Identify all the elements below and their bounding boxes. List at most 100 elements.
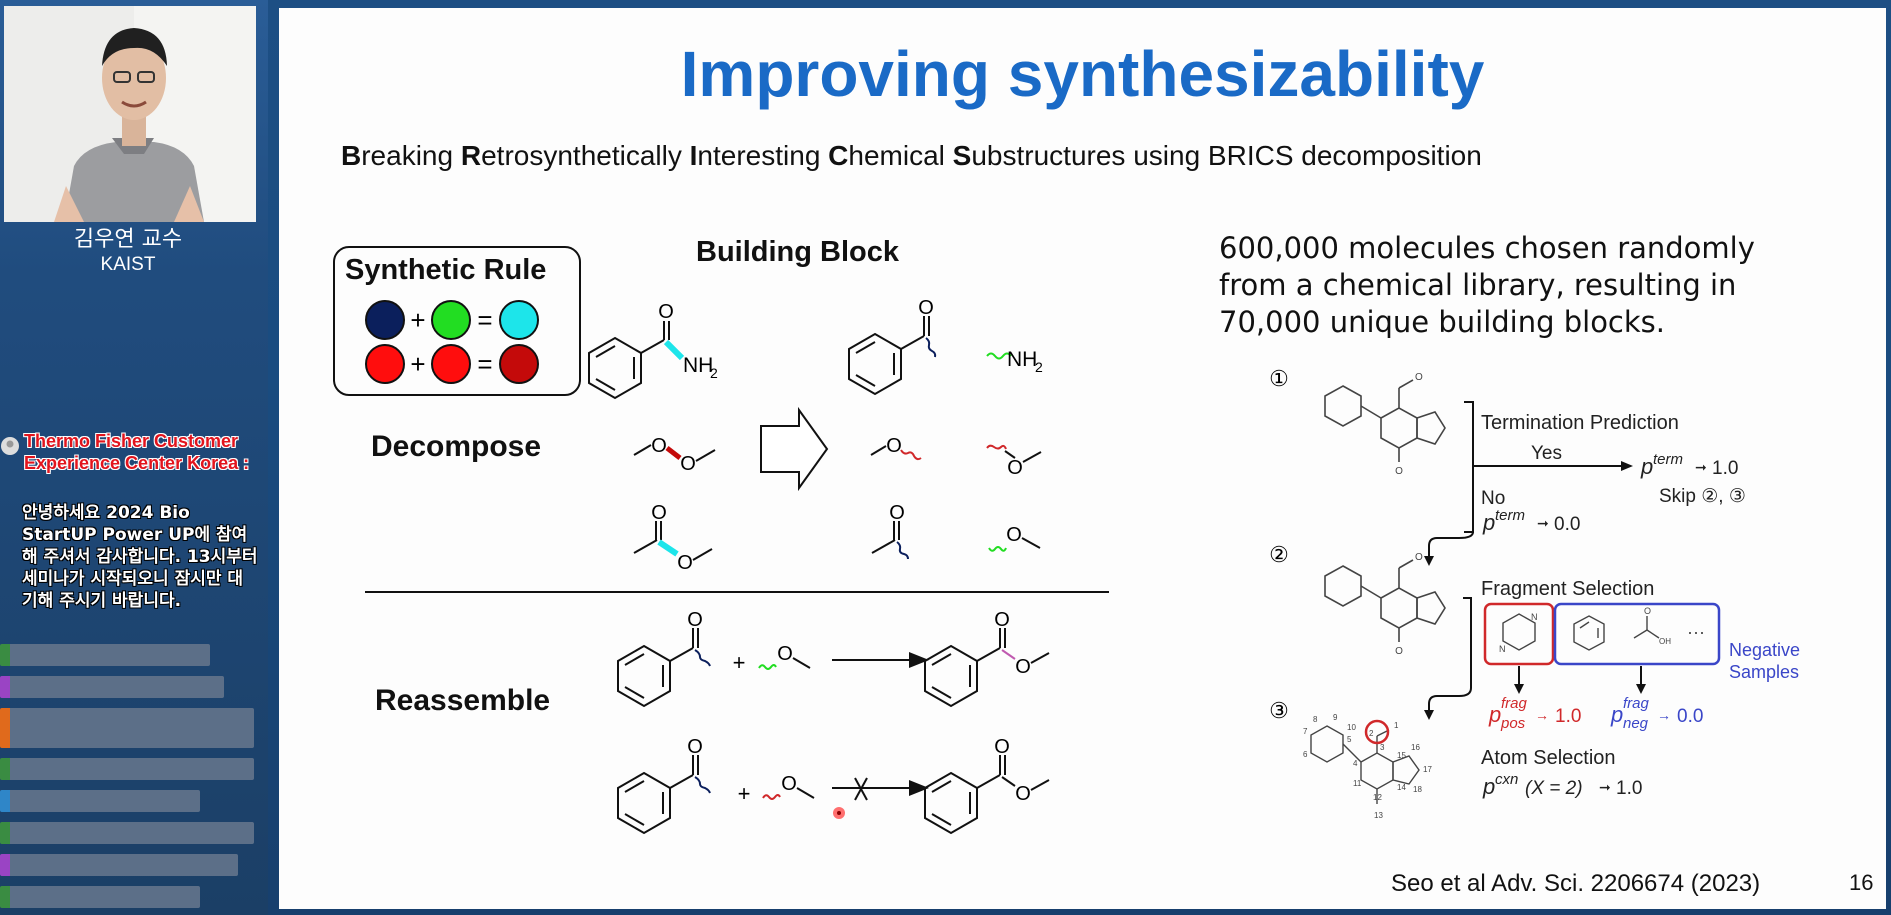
atom-number-labels: 1 2 3 4 5 6 7 8 9 10 11 12 13 14 15 16 1… <box>1303 713 1432 820</box>
chat-item-blurred <box>0 644 210 666</box>
svg-text:1: 1 <box>1394 721 1399 730</box>
dark-red-circle <box>499 344 539 384</box>
svg-text:O: O <box>1006 524 1022 546</box>
atom-selection-label: Atom Selection <box>1481 747 1616 769</box>
svg-text:O: O <box>687 609 703 631</box>
chat-item-blurred <box>0 886 200 908</box>
svg-text:O: O <box>1015 783 1031 805</box>
svg-text:O: O <box>918 297 934 319</box>
ether-fragment-right: O <box>986 444 1042 479</box>
svg-text:14: 14 <box>1397 783 1406 792</box>
subtitle-text: etrosynthetically <box>481 140 690 171</box>
acetyl-fragment: O <box>871 502 909 560</box>
subtitle-text: ubstructures using BRICS decomposition <box>971 140 1482 171</box>
synthetic-rule-box: Synthetic Rule + = + = <box>333 246 581 396</box>
presenter-affiliation: KAIST <box>100 254 156 275</box>
svg-text:➞: ➞ <box>1537 515 1549 531</box>
svg-text:16: 16 <box>1411 743 1420 752</box>
presenter-name: 김우연 교수 <box>73 227 183 252</box>
acid-fragment <box>1633 616 1660 639</box>
svg-text:0.0: 0.0 <box>1554 514 1580 535</box>
subtitle-initial: S <box>952 140 972 171</box>
svg-text:11: 11 <box>1353 779 1362 788</box>
svg-text:frag: frag <box>1501 695 1528 712</box>
svg-text:O: O <box>1395 646 1403 657</box>
svg-text:(X = 2): (X = 2) <box>1525 778 1583 799</box>
svg-text:5: 5 <box>1347 735 1352 744</box>
yes-label: Yes <box>1531 443 1562 464</box>
svg-text:p: p <box>1610 702 1623 727</box>
red-circle <box>431 344 471 384</box>
molecule-step-3 <box>1310 725 1420 804</box>
svg-text:+: + <box>738 781 751 806</box>
svg-text:O: O <box>651 435 667 457</box>
presenter-figure <box>4 6 256 222</box>
subtitle-initial: C <box>828 140 849 171</box>
chat-item-blurred <box>0 854 238 876</box>
step-1-label: ① <box>1269 366 1289 391</box>
subtitle-initial: I <box>689 140 698 171</box>
svg-text:2: 2 <box>1035 359 1043 375</box>
subtitle-initial: B <box>341 140 362 171</box>
subtitle-initial: R <box>460 140 482 171</box>
svg-text:7: 7 <box>1303 727 1308 736</box>
citation: Seo et al Adv. Sci. 2206674 (2023) <box>1391 870 1761 897</box>
svg-text:p: p <box>1640 454 1653 479</box>
decompose-arrow <box>760 406 829 492</box>
cyan-circle <box>499 300 539 340</box>
termination-prediction-label: Termination Prediction <box>1481 412 1679 434</box>
molecule-step-2 <box>1324 559 1446 642</box>
subtitle-text: reaking <box>361 140 461 171</box>
svg-text:p: p <box>1482 510 1495 535</box>
positive-fragment-box <box>1483 602 1555 666</box>
building-block-label: Building Block <box>696 236 899 268</box>
fragment-selection-label: Fragment Selection <box>1481 578 1654 600</box>
svg-text:12: 12 <box>1373 793 1382 802</box>
svg-text:2: 2 <box>710 365 718 381</box>
chat-item-blurred <box>0 708 254 748</box>
svg-text:NH: NH <box>1007 348 1037 371</box>
presentation-slide: Improving synthesizability Breaking Retr… <box>279 8 1886 909</box>
svg-text:4: 4 <box>1353 759 1358 768</box>
chat-item-blurred <box>0 790 200 812</box>
svg-text:3: 3 <box>1380 743 1385 752</box>
slide-subtitle: Breaking Retrosynthetically Interesting … <box>341 140 1482 172</box>
molecule-step-1 <box>1324 379 1446 462</box>
methyl-acetate-molecule: O O <box>633 502 713 574</box>
negative-samples-label: Negative <box>1729 640 1800 660</box>
svg-text:N: N <box>1499 644 1506 654</box>
svg-text:13: 13 <box>1374 811 1383 820</box>
reassemble-row-1: O + O O O <box>617 609 1050 707</box>
chat-item-blurred <box>0 758 254 780</box>
plus-symbol: + <box>410 349 425 379</box>
svg-text:1.0: 1.0 <box>1712 458 1738 479</box>
benzoyl-fragment: O <box>848 297 937 395</box>
svg-text:N: N <box>1531 612 1538 622</box>
user-avatar-icon <box>1 437 19 455</box>
svg-text:O: O <box>1415 552 1423 563</box>
slide-title: Improving synthesizability <box>680 38 1485 110</box>
amine-fragment: NH 2 <box>986 348 1043 375</box>
negative-fragments-box <box>1553 602 1721 666</box>
generation-process-diagram: ① ② ③ O O Termination Prediction Yes p t… <box>1269 366 1800 820</box>
svg-text:cxn: cxn <box>1495 771 1518 788</box>
svg-text:→: → <box>1535 707 1549 723</box>
chat-item-blurred <box>0 822 254 844</box>
piperazine-fragment <box>1502 613 1536 651</box>
red-circle <box>365 344 405 384</box>
step-3-label: ③ <box>1269 698 1289 723</box>
svg-text:8: 8 <box>1313 715 1318 724</box>
svg-text:15: 15 <box>1397 751 1406 760</box>
svg-text:1.0: 1.0 <box>1616 778 1642 799</box>
svg-text:pos: pos <box>1500 715 1526 732</box>
brics-decomposition-diagram: O NH 2 O NH 2 O O <box>365 297 1109 834</box>
svg-text:10: 10 <box>1347 723 1356 732</box>
svg-text:O: O <box>886 435 902 457</box>
svg-text:NH: NH <box>683 354 713 377</box>
subtitle-text: hemical <box>848 140 953 171</box>
synthetic-rule-label: Synthetic Rule <box>345 254 547 286</box>
svg-text:O: O <box>687 736 703 758</box>
svg-text:2: 2 <box>1369 729 1374 738</box>
step-2-label: ② <box>1269 542 1289 567</box>
methoxy-fragment: O <box>988 524 1041 552</box>
